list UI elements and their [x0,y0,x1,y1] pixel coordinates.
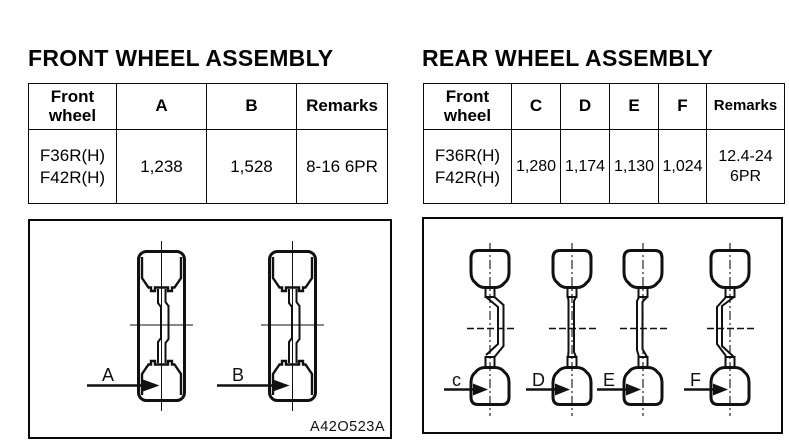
front-cell-a: 1,238 [116,129,207,204]
rear-cell-f: 1,024 [658,129,707,204]
front-cell-remarks: 8-16 6PR [296,129,388,204]
rear-section-title: REAR WHEEL ASSEMBLY [422,45,714,71]
front-table-data-row: F36R(H) F42R(H) 1,238 1,528 8-16 6PR [28,129,388,204]
front-model-line2: F42R(H) [39,167,106,187]
rear-arrow-f-icon [684,383,728,396]
rear-cell-remarks: 12.4-24 6PR [706,129,785,204]
front-label-b: B [232,365,244,385]
rear-wheel-diagram: c D [422,217,783,434]
rear-wheel-d-drawing: D [526,243,597,416]
rear-header-remarks: Remarks [706,83,785,130]
front-spec-table: Front wheel A B Remarks F36R(H) F42R(H) … [28,83,388,204]
rear-header-d: D [560,83,610,130]
rear-arrow-c-icon [444,383,488,396]
front-cell-model: F36R(H) F42R(H) [28,129,117,204]
rear-header-c: C [511,83,561,130]
front-cell-b: 1,528 [206,129,297,204]
rear-label-e: E [603,370,615,390]
rear-model-line1: F36R(H) [434,146,501,166]
front-header-wheel: Front wheel [28,83,117,130]
front-header-remarks: Remarks [296,83,388,130]
front-header-b: B [206,83,297,130]
rear-header-e: E [609,83,659,130]
front-label-a: A [102,365,114,385]
rear-table-header-row: Front wheel C D E F Remarks [423,83,785,130]
front-arrow-a-icon [87,379,160,392]
rear-cell-c: 1,280 [511,129,561,204]
rear-header-f: F [658,83,707,130]
rear-label-d: D [532,370,545,390]
rear-cell-model: F36R(H) F42R(H) [423,129,512,204]
front-model-line1: F36R(H) [39,146,106,166]
rear-spec-table: Front wheel C D E F Remarks F36R(H) F42R… [423,83,785,204]
front-table-header-row: Front wheel A B Remarks [28,83,388,130]
rear-diagram-svg: c D [444,243,755,416]
front-header-a: A [116,83,207,130]
front-arrow-b-icon [217,379,290,392]
rear-cell-e: 1,130 [609,129,659,204]
rear-wheel-c-drawing: c [444,243,515,416]
rear-table-data-row: F36R(H) F42R(H) 1,280 1,174 1,130 1,024 … [423,129,785,204]
rear-arrow-d-icon [526,383,570,396]
rear-label-c: c [452,370,461,390]
front-section-title: FRONT WHEEL ASSEMBLY [28,45,334,71]
rear-wheel-e-drawing: E [597,243,668,416]
rear-model-line2: F42R(H) [434,167,501,187]
rear-arrow-e-icon [597,383,641,396]
rear-label-f: F [690,370,701,390]
front-wheel-diagram: A B A42O523A [28,219,392,439]
rear-cell-d: 1,174 [560,129,610,204]
figure-code: A42O523A [310,419,385,435]
front-diagram-svg: A B [87,239,326,413]
rear-wheel-f-drawing: F [684,243,755,416]
rear-header-wheel: Front wheel [423,83,512,130]
